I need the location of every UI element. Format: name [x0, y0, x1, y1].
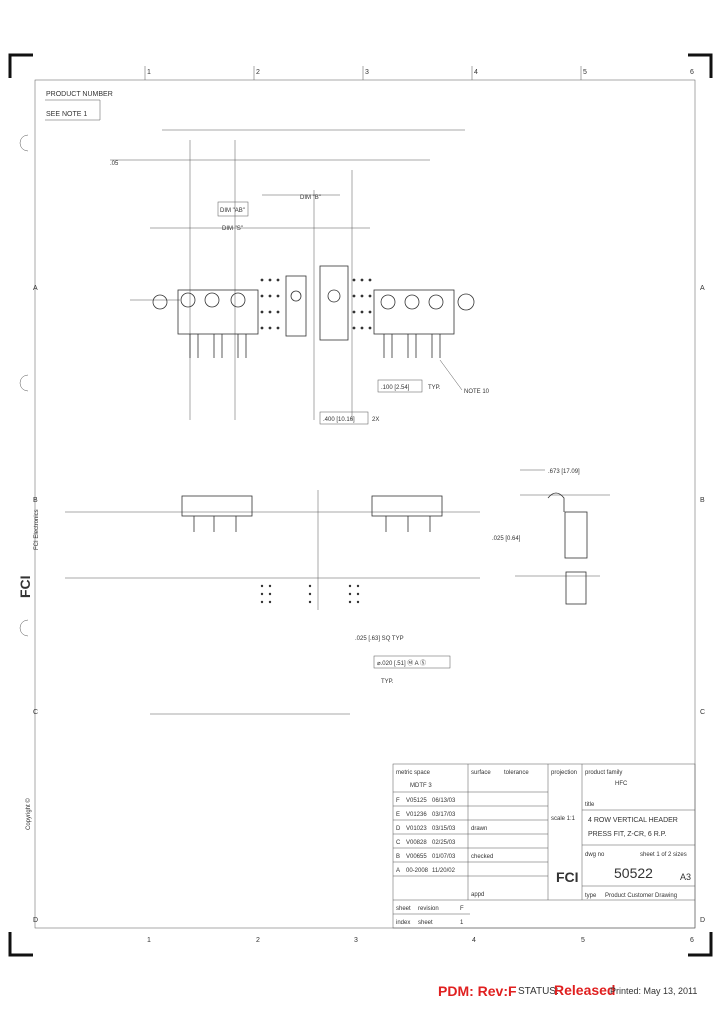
grid-bottom-3: 3 [354, 937, 358, 944]
rev-ecn-5: 00-2008 [406, 868, 429, 874]
status-label: STATUS: [518, 986, 559, 997]
rev-ltr-0: F [396, 798, 400, 804]
detail-view: .673 [17.09] .025 [0.64] [492, 469, 610, 605]
grid-bottom-2: 2 [256, 937, 260, 944]
rev-ecn-1: V01236 [406, 812, 427, 818]
dim-s-label: DIM "S" [222, 226, 243, 232]
side-logo: FCI [17, 575, 33, 598]
rev-ltr-4: B [396, 854, 400, 860]
grid-bottom-5: 5 [581, 937, 585, 944]
rev-date-4: 01/07/03 [432, 854, 456, 860]
grid-left-a: A [33, 285, 38, 292]
grid-right-b: B [700, 497, 705, 504]
tb-surface-label: surface [471, 770, 491, 776]
grid-left-b: B [33, 497, 38, 504]
status-value: Released [554, 982, 616, 998]
tb-index-label: index [396, 920, 410, 926]
tb-projection-label: projection [551, 770, 577, 776]
grid-top-6: 6 [690, 69, 694, 76]
tolerance-frame: ⌀.020 [.51] Ⓜ A Ⓢ [377, 659, 426, 667]
grid-right-c: C [700, 709, 705, 716]
dim-100-label: .100 [2.54] [381, 385, 410, 391]
tb-size: A3 [680, 872, 691, 882]
side-view: .025 [.63] SQ TYP ⌀.020 [.51] Ⓜ A Ⓢ TYP. [65, 490, 480, 685]
tb-index-one: 1 [460, 920, 464, 926]
rev-date-1: 03/17/03 [432, 812, 456, 818]
tb-rev-f: F [460, 906, 464, 912]
tb-revision-label: revision [418, 906, 439, 912]
tb-type-label: type [585, 893, 597, 899]
grid-left-c: C [33, 709, 38, 716]
tolerance-typ: TYP. [381, 679, 394, 685]
dim-673-label: .673 [17.09] [548, 469, 580, 475]
product-number-label: PRODUCT NUMBER [46, 91, 113, 98]
tb-title-label: title [585, 802, 595, 808]
grid-top-4: 4 [474, 69, 478, 76]
printed-date: Printed: May 13, 2011 [610, 986, 698, 996]
tb-type-val: Product Customer Drawing [605, 893, 677, 899]
dim-400-label: .400 [10.16] [323, 417, 355, 423]
dim-ab-label: DIM "AB" [220, 208, 245, 214]
footer-status-bar: PDM: Rev:F STATUS: Released Printed: May… [0, 980, 720, 1004]
tb-drawn-label: drawn [471, 826, 487, 832]
grid-bottom-1: 1 [147, 937, 151, 944]
product-number-note: SEE NOTE 1 [46, 111, 87, 118]
tb-family-val: HFC [615, 781, 628, 787]
rev-ecn-4: V00655 [406, 854, 427, 860]
side-subtitle: FCI Electronics [34, 509, 40, 550]
tb-units-label: metric space [396, 770, 431, 776]
rev-ltr-2: D [396, 826, 401, 832]
note-10-label: NOTE 10 [464, 389, 490, 395]
grid-left-d: D [33, 917, 38, 924]
grid-top-2: 2 [256, 69, 260, 76]
binder-holes [19, 134, 29, 637]
grid-bottom-6: 6 [690, 937, 694, 944]
copyright-text: Copyright © [25, 798, 32, 830]
tb-checked-label: checked [471, 854, 493, 860]
tb-dwg-label: dwg no [585, 852, 605, 858]
title-block: metric space MDTF 3 surface tolerance pr… [392, 763, 696, 929]
tb-units-val: MDTF 3 [410, 783, 432, 789]
dim-100-typ: TYP. [428, 385, 441, 391]
rev-date-5: 11/20/02 [432, 868, 456, 874]
grid-right-d: D [700, 917, 705, 924]
tb-title-line1: 4 ROW VERTICAL HEADER [588, 817, 678, 824]
rev-ltr-3: C [396, 840, 401, 846]
grid-bottom-4: 4 [472, 937, 476, 944]
grid-top-3: 3 [365, 69, 369, 76]
product-number-box [45, 99, 101, 121]
tb-dwg-no: 50522 [614, 865, 653, 881]
tb-sheet-label: sheet 1 of 2 sizes [640, 852, 687, 858]
rev-ecn-3: V00828 [406, 840, 427, 846]
top-view: .05 DIM "AB" DIM "B" DIM "S" [110, 129, 490, 425]
grid-top-ticks [144, 66, 582, 80]
tb-index-sheet: sheet [418, 920, 433, 926]
rev-ecn-0: V05125 [406, 798, 427, 804]
rev-date-2: 03/15/03 [432, 826, 456, 832]
dim-025-label: .025 [0.64] [492, 536, 521, 542]
dim-025sq-label: .025 [.63] SQ TYP [355, 636, 404, 642]
dim-label-left: .05 [110, 161, 119, 167]
tb-logo: FCI [556, 869, 579, 885]
rev-date-3: 02/25/03 [432, 840, 456, 846]
rev-ltr-1: E [396, 812, 400, 818]
rev-ecn-2: V01023 [406, 826, 427, 832]
grid-right-a: A [700, 285, 705, 292]
dim-400-2x: 2X [372, 417, 379, 423]
grid-top-5: 5 [583, 69, 587, 76]
tb-approved-label: appd [471, 892, 484, 898]
dim-b-label: DIM "B" [300, 195, 321, 201]
drawing-frame [34, 79, 696, 929]
tb-sheet-rev-label: sheet [396, 906, 411, 912]
tb-title-line2: PRESS FIT, Z-CR, 6 R.P. [588, 831, 666, 838]
pdm-revision: PDM: Rev:F [438, 983, 517, 999]
tb-tolerance-label: tolerance [504, 770, 529, 776]
tb-family-label: product family [585, 770, 622, 776]
rev-date-0: 06/13/03 [432, 798, 456, 804]
tb-scale-label: scale 1:1 [551, 816, 576, 822]
rev-ltr-5: A [396, 868, 400, 874]
corner-marks [8, 53, 713, 957]
grid-top-1: 1 [147, 69, 151, 76]
